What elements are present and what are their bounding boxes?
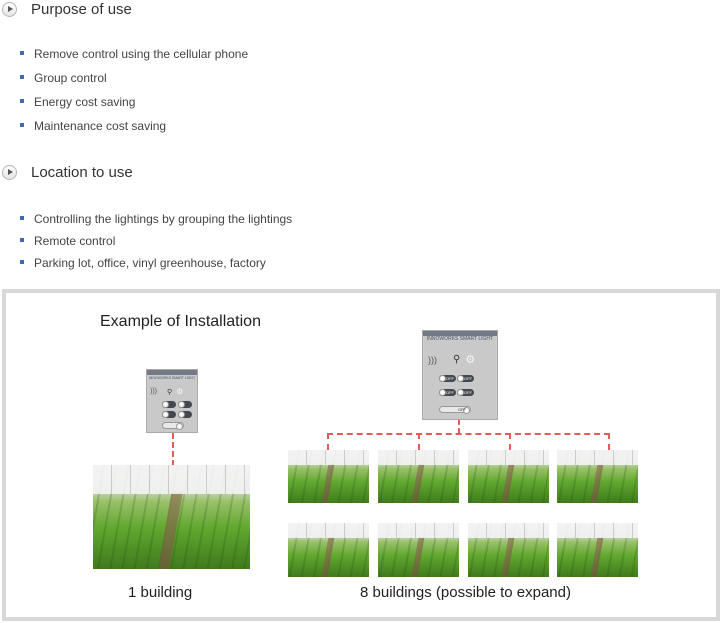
settings-icon: ⚙: [465, 354, 476, 366]
installation-panel: Example of Installation INNOWORKS SMART …: [2, 289, 720, 621]
play-icon: [2, 164, 17, 180]
play-icon: [2, 1, 17, 17]
app-screenshot-small: INNOWORKS SMART LIGHT ))) ⚲ ⚙: [146, 369, 198, 433]
multi-building-caption: 8 buildings (possible to expand): [360, 584, 571, 601]
app-topbar: [147, 370, 197, 375]
toggle: [162, 411, 176, 418]
list-item: Parking lot, office, vinyl greenhouse, f…: [20, 255, 292, 277]
toggle: [457, 375, 474, 382]
single-building-caption: 1 building: [128, 584, 193, 601]
greenhouse-photo: [378, 523, 459, 577]
purpose-heading: Purpose of use: [2, 0, 132, 20]
connector-line: [327, 433, 329, 450]
app-screenshot-large: INNOWORKS SMART LIGHT ))) ⚲ ⚙ OFF OFF OF…: [422, 330, 498, 420]
location-title: Location to use: [31, 163, 133, 181]
list-item: Energy cost saving: [20, 94, 248, 118]
list-item: Maintenance cost saving: [20, 118, 248, 142]
toggle: [439, 406, 471, 414]
bluetooth-icon: ))): [428, 354, 437, 365]
settings-icon: ⚙: [176, 387, 184, 396]
toggle: [162, 422, 184, 430]
location-list: Controlling the lightings by grouping th…: [20, 211, 292, 277]
app-topbar: [423, 331, 497, 336]
greenhouse-photo: [468, 523, 549, 577]
connector-line: [509, 433, 511, 450]
toggle: [162, 401, 176, 408]
toggle: [457, 389, 474, 396]
connector-line: [608, 433, 610, 450]
greenhouse-photo: [378, 450, 459, 503]
app-title: INNOWORKS SMART LIGHT: [426, 336, 494, 342]
toggle-label: OFF: [464, 376, 472, 381]
list-item: Controlling the lightings by grouping th…: [20, 211, 292, 233]
greenhouse-photo: [468, 450, 549, 503]
list-item: Remove control using the cellular phone: [20, 46, 248, 70]
list-item: Group control: [20, 70, 248, 94]
app-title: INNOWORKS SMART LIGHT: [148, 376, 196, 380]
list-item: Remote control: [20, 233, 292, 255]
toggle: [439, 389, 456, 396]
location-heading: Location to use: [2, 161, 133, 183]
installation-title: Example of Installation: [100, 313, 261, 330]
greenhouse-photo: [557, 523, 638, 577]
greenhouse-photo: [288, 523, 369, 577]
toggle-label: OFF: [458, 407, 466, 412]
toggle-label: OFF: [446, 376, 454, 381]
greenhouse-photo: [288, 450, 369, 503]
connector-line: [458, 420, 460, 433]
toggle-label: OFF: [464, 390, 472, 395]
greenhouse-photo: [93, 465, 250, 569]
search-icon: ⚲: [167, 388, 173, 396]
connector-line: [418, 433, 420, 450]
search-icon: ⚲: [453, 354, 461, 365]
toggle: [439, 375, 456, 382]
bluetooth-icon: ))): [150, 388, 157, 395]
connector-line: [327, 433, 610, 435]
greenhouse-photo: [557, 450, 638, 503]
toggle: [178, 411, 192, 418]
purpose-title: Purpose of use: [31, 0, 132, 18]
toggle: [178, 401, 192, 408]
toggle-label: OFF: [446, 390, 454, 395]
purpose-list: Remove control using the cellular phone …: [20, 46, 248, 142]
connector-line: [172, 433, 174, 466]
